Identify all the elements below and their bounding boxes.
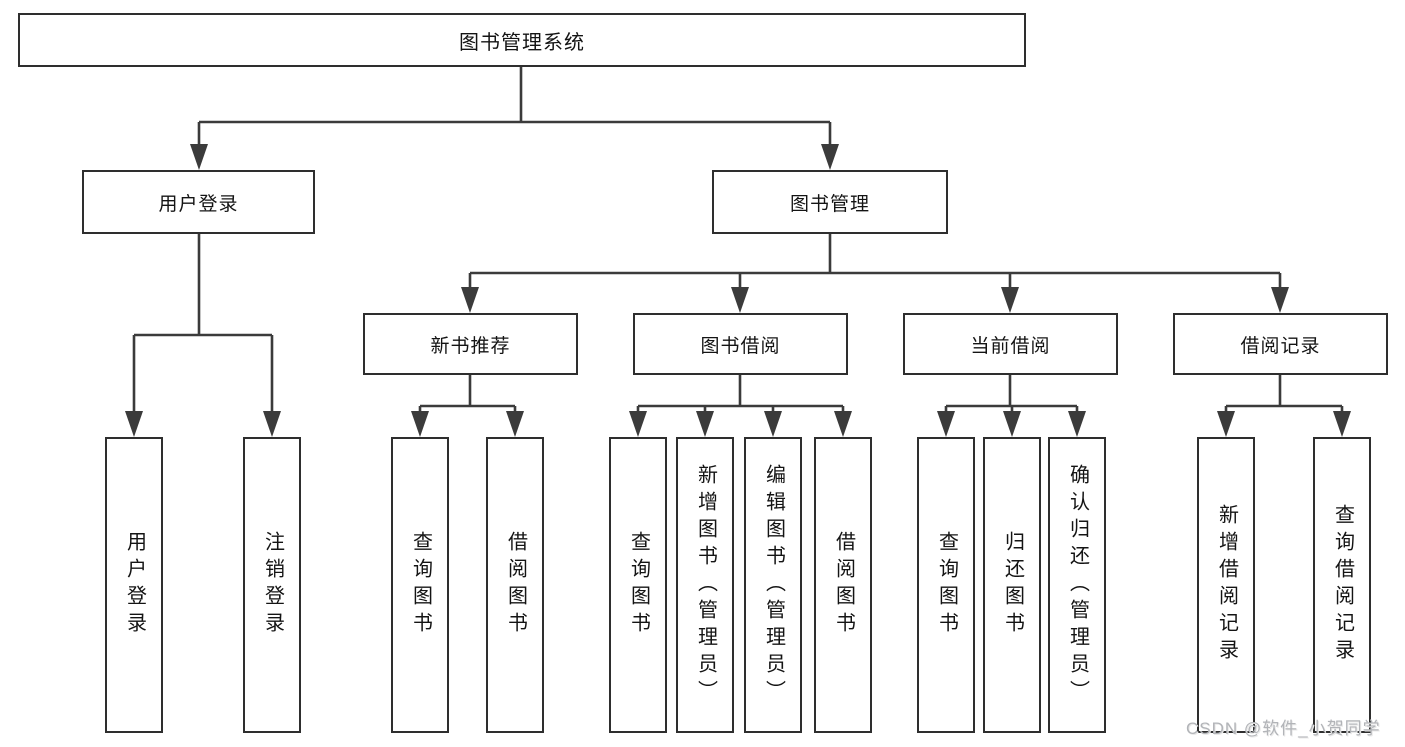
node-leaf-add-books-admin: 新增图书（管理员） — [676, 437, 734, 733]
node-leaf-query-books: 查询图书 — [609, 437, 667, 733]
node-label: 图书借阅 — [700, 335, 781, 357]
node-label: 编辑图书（管理员） — [762, 463, 785, 707]
node-label: 新书推荐 — [430, 335, 511, 357]
node-label: 查询图书 — [935, 531, 958, 639]
node-label: 注销登录 — [261, 531, 284, 639]
node-label: 用户登录 — [158, 193, 239, 215]
node-label: 新增借阅记录 — [1215, 504, 1238, 666]
node-label: 借阅记录 — [1240, 335, 1321, 357]
connector-book-borrow-children — [636, 375, 845, 413]
node-current-borrowing: 当前借阅 — [903, 313, 1118, 375]
node-label: 查询图书 — [409, 531, 432, 639]
node-leaf-logout: 注销登录 — [243, 437, 301, 733]
connector-current-borrow-children — [944, 375, 1079, 413]
node-leaf-confirm-return-admin: 确认归还（管理员） — [1048, 437, 1106, 733]
node-borrowing-records: 借阅记录 — [1173, 313, 1388, 375]
node-leaf-borrow-books: 借阅图书 — [814, 437, 872, 733]
node-label: 查询图书 — [627, 531, 650, 639]
node-new-book-recommend: 新书推荐 — [363, 313, 578, 375]
csdn-watermark: CSDN @软件_小贺同学 — [1186, 719, 1381, 738]
node-label: 查询借阅记录 — [1331, 504, 1354, 666]
node-label: 归还图书 — [1001, 531, 1024, 639]
node-label: 用户登录 — [123, 531, 146, 639]
connector-borrow-record-children — [1224, 375, 1344, 413]
connector-user-login-children — [132, 234, 274, 413]
node-label: 新增图书（管理员） — [694, 463, 717, 707]
node-book-management: 图书管理 — [712, 170, 948, 234]
node-label: 当前借阅 — [970, 335, 1051, 357]
node-label: 借阅图书 — [504, 531, 527, 639]
node-label: 确认归还（管理员） — [1066, 463, 1089, 707]
node-label: 图书管理系统 — [459, 31, 585, 54]
node-leaf-return-books: 归还图书 — [983, 437, 1041, 733]
node-label: 借阅图书 — [832, 531, 855, 639]
node-user-login: 用户登录 — [82, 170, 315, 234]
node-leaf-query-books: 查询图书 — [917, 437, 975, 733]
node-leaf-edit-books-admin: 编辑图书（管理员） — [744, 437, 802, 733]
connector-book-mgmt-sections — [468, 234, 1282, 289]
node-book-borrowing: 图书借阅 — [633, 313, 848, 375]
node-leaf-add-borrow-record: 新增借阅记录 — [1197, 437, 1255, 733]
arrowheads — [125, 144, 1351, 437]
node-leaf-user-login: 用户登录 — [105, 437, 163, 733]
node-leaf-query-borrow-record: 查询借阅记录 — [1313, 437, 1371, 733]
node-leaf-borrow-books: 借阅图书 — [486, 437, 544, 733]
connector-root-to-level2 — [197, 67, 832, 146]
node-leaf-query-books: 查询图书 — [391, 437, 449, 733]
node-label: 图书管理 — [789, 193, 870, 215]
connector-new-book-children — [418, 375, 517, 413]
node-system-root: 图书管理系统 — [18, 13, 1026, 67]
